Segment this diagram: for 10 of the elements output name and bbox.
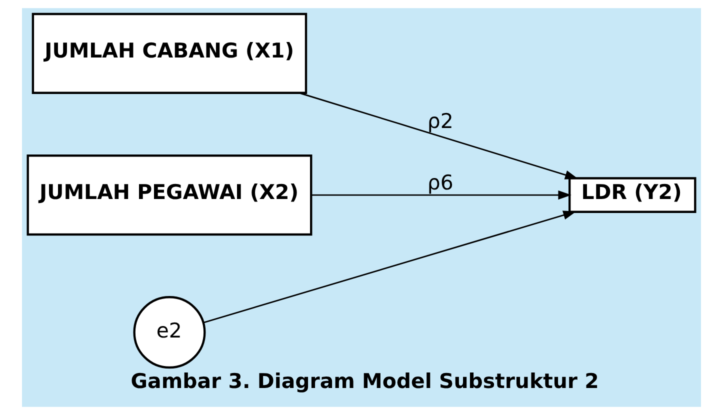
node-box: JUMLAH CABANG (X1) — [32, 12, 308, 94]
node-box: LDR (Y2) — [568, 177, 696, 213]
arrow — [311, 190, 572, 200]
edge-label: ρ6 — [427, 170, 454, 195]
node-box: JUMLAH PEGAWAI (X2) — [26, 154, 312, 236]
arrow — [298, 92, 578, 180]
edge-label: ρ2 — [427, 109, 454, 134]
node-circle: e2 — [133, 296, 206, 369]
arrow — [203, 210, 576, 324]
caption: Gambar 3. Diagram Model Substruktur 2 — [130, 369, 599, 394]
